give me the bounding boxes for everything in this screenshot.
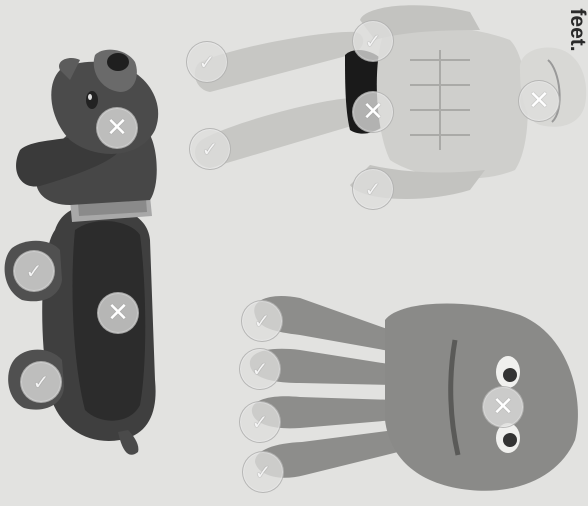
check-marker-octopus-tentacle-3: ✓	[239, 401, 281, 443]
x-marker-wrestler-briefs: ✕	[352, 91, 394, 133]
check-marker-wrestler-foot-1: ✓	[186, 41, 228, 83]
x-marker-dog-body: ✕	[97, 292, 139, 334]
check-marker-dog-foreleg: ✓	[13, 250, 55, 292]
caption-text: feet.	[566, 0, 588, 60]
x-marker-octopus-head: ✕	[482, 386, 524, 428]
check-marker-dog-hindleg: ✓	[20, 361, 62, 403]
x-marker-dog-head: ✕	[96, 107, 138, 149]
check-marker-wrestler-hand-1: ✓	[352, 20, 394, 62]
check-marker-wrestler-hand-2: ✓	[352, 168, 394, 210]
x-marker-wrestler-head: ✕	[518, 80, 560, 122]
check-marker-octopus-tentacle-4: ✓	[242, 451, 284, 493]
check-marker-wrestler-foot-2: ✓	[189, 128, 231, 170]
check-marker-octopus-tentacle-2: ✓	[239, 348, 281, 390]
check-marker-octopus-tentacle-1: ✓	[241, 300, 283, 342]
